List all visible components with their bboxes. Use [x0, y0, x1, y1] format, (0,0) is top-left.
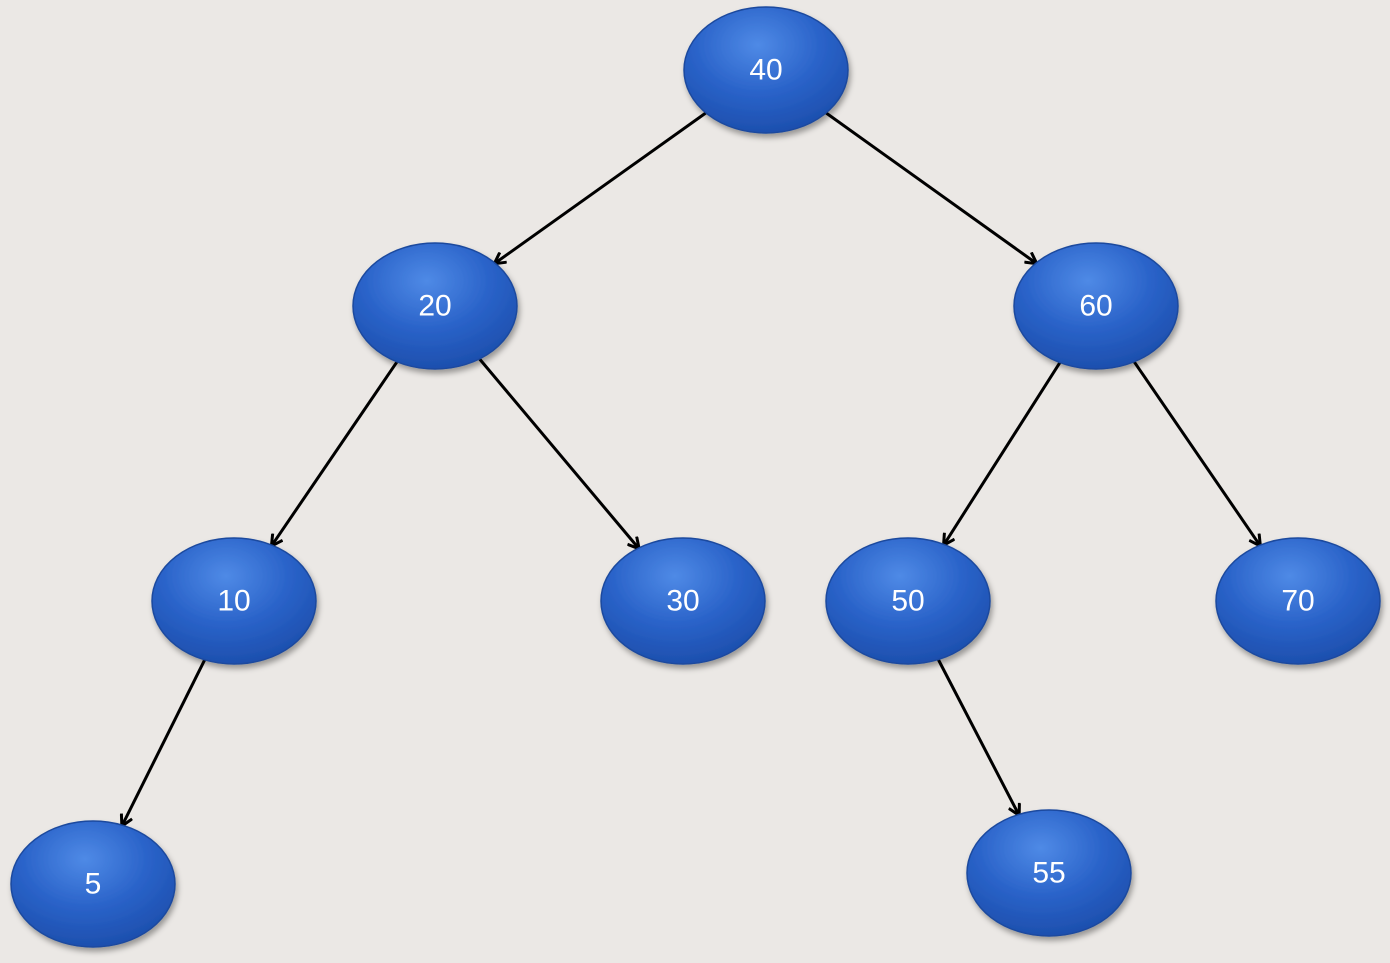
node-ellipse [352, 242, 518, 370]
node-label: 30 [666, 585, 699, 618]
node-ellipse [600, 537, 766, 665]
node-label: 55 [1032, 857, 1065, 890]
node-ellipse [683, 6, 849, 134]
node-label: 40 [749, 54, 782, 87]
tree-node-55: 55 [966, 809, 1132, 937]
node-label: 20 [418, 290, 451, 323]
tree-node-50: 50 [825, 537, 991, 665]
tree-node-40: 40 [683, 6, 849, 134]
node-ellipse [151, 537, 317, 665]
node-label: 50 [891, 585, 924, 618]
edge-arrow-n20-n10 [272, 360, 399, 545]
edges-layer [122, 111, 1260, 825]
edge-arrow-n40-n20 [495, 111, 707, 263]
tree-node-10: 10 [151, 537, 317, 665]
tree-node-30: 30 [600, 537, 766, 665]
node-ellipse [1215, 537, 1381, 665]
edge-arrow-n20-n30 [478, 357, 639, 548]
node-ellipse [825, 537, 991, 665]
edge-arrow-n60-n50 [944, 361, 1062, 545]
node-label: 10 [217, 585, 250, 618]
node-label: 70 [1281, 585, 1314, 618]
edge-arrow-n50-n55 [936, 658, 1018, 815]
node-ellipse [966, 809, 1132, 937]
edge-arrow-n60-n70 [1132, 360, 1260, 545]
node-ellipse [10, 820, 176, 948]
edge-arrow-n10-n5 [122, 659, 207, 825]
edge-arrow-n40-n60 [825, 111, 1036, 263]
tree-node-20: 20 [352, 242, 518, 370]
tree-node-60: 60 [1013, 242, 1179, 370]
node-label: 60 [1079, 290, 1112, 323]
node-ellipse [1013, 242, 1179, 370]
tree-node-70: 70 [1215, 537, 1381, 665]
node-label: 5 [85, 868, 102, 901]
tree-node-5: 5 [10, 820, 176, 948]
